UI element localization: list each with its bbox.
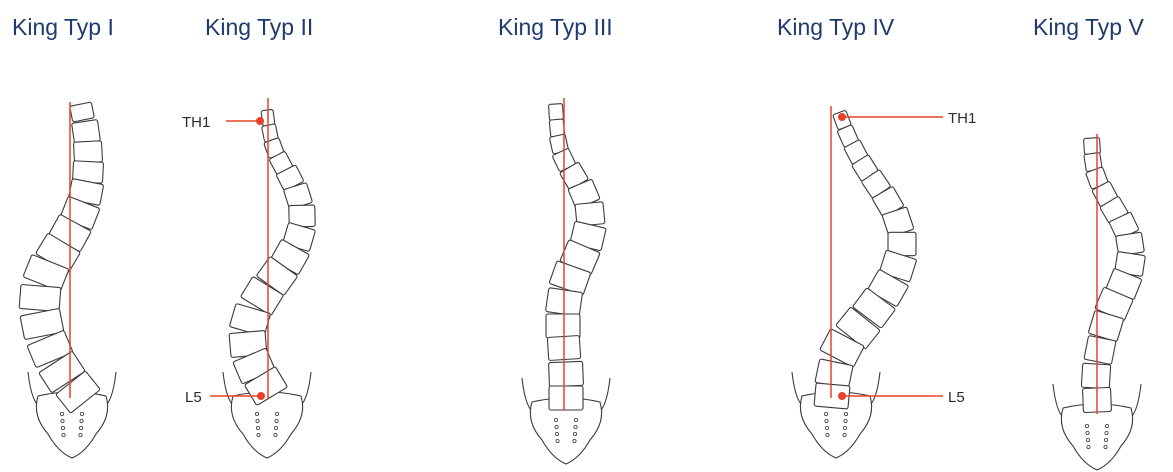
type-4-th1-marker: TH1 — [838, 110, 976, 127]
vertebrae — [814, 110, 917, 409]
spine-type-4 — [792, 106, 917, 458]
spine-type-3 — [522, 98, 610, 464]
spine-type-2 — [223, 98, 316, 458]
spine-type-1 — [19, 102, 116, 458]
type-2-th1-label: TH1 — [182, 114, 210, 131]
vertebrae — [1081, 138, 1145, 413]
type-4-th1-label: TH1 — [948, 110, 976, 127]
type-2-l5-label: L5 — [185, 389, 202, 406]
type-4-l5-label: L5 — [948, 389, 965, 406]
spine-type-5 — [1053, 134, 1145, 470]
type-2-th1-marker: TH1 — [182, 114, 264, 131]
vertebrae — [19, 102, 104, 413]
vertebrae — [545, 104, 606, 410]
vertebrae — [229, 109, 316, 405]
